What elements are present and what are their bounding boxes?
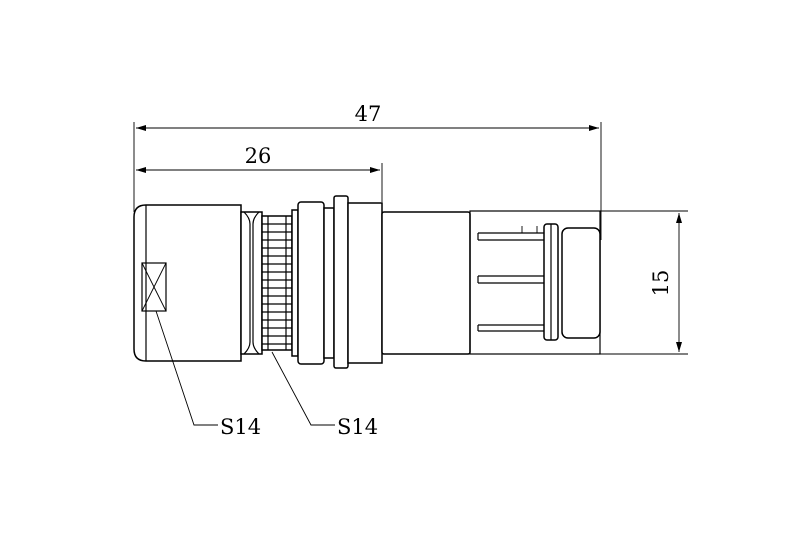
overall-length-label: 47: [355, 102, 382, 126]
diameter-label: 15: [649, 270, 673, 297]
dimension-front-length: 26: [136, 144, 383, 202]
callout-wrench-flat-label: S14: [220, 415, 261, 439]
callout-knurled-nut: S14: [271, 351, 378, 439]
front-cap: [133, 204, 242, 362]
dimension-diameter: 15: [600, 210, 688, 355]
wrench-flat-box: [141, 262, 167, 312]
dimension-overall-length: 47: [133, 102, 602, 240]
front-length-label: 26: [245, 144, 272, 168]
connector-body: [133, 195, 601, 369]
callout-wrench-flat: S14: [155, 310, 261, 439]
callout-knurled-nut-label: S14: [337, 415, 378, 439]
contact-pins: [477, 226, 544, 332]
flange-rings: [291, 195, 383, 369]
knurled-nut: [261, 215, 293, 351]
rear-body: [381, 211, 471, 355]
contact-carrier: [469, 210, 601, 355]
thread-section: [240, 211, 263, 355]
